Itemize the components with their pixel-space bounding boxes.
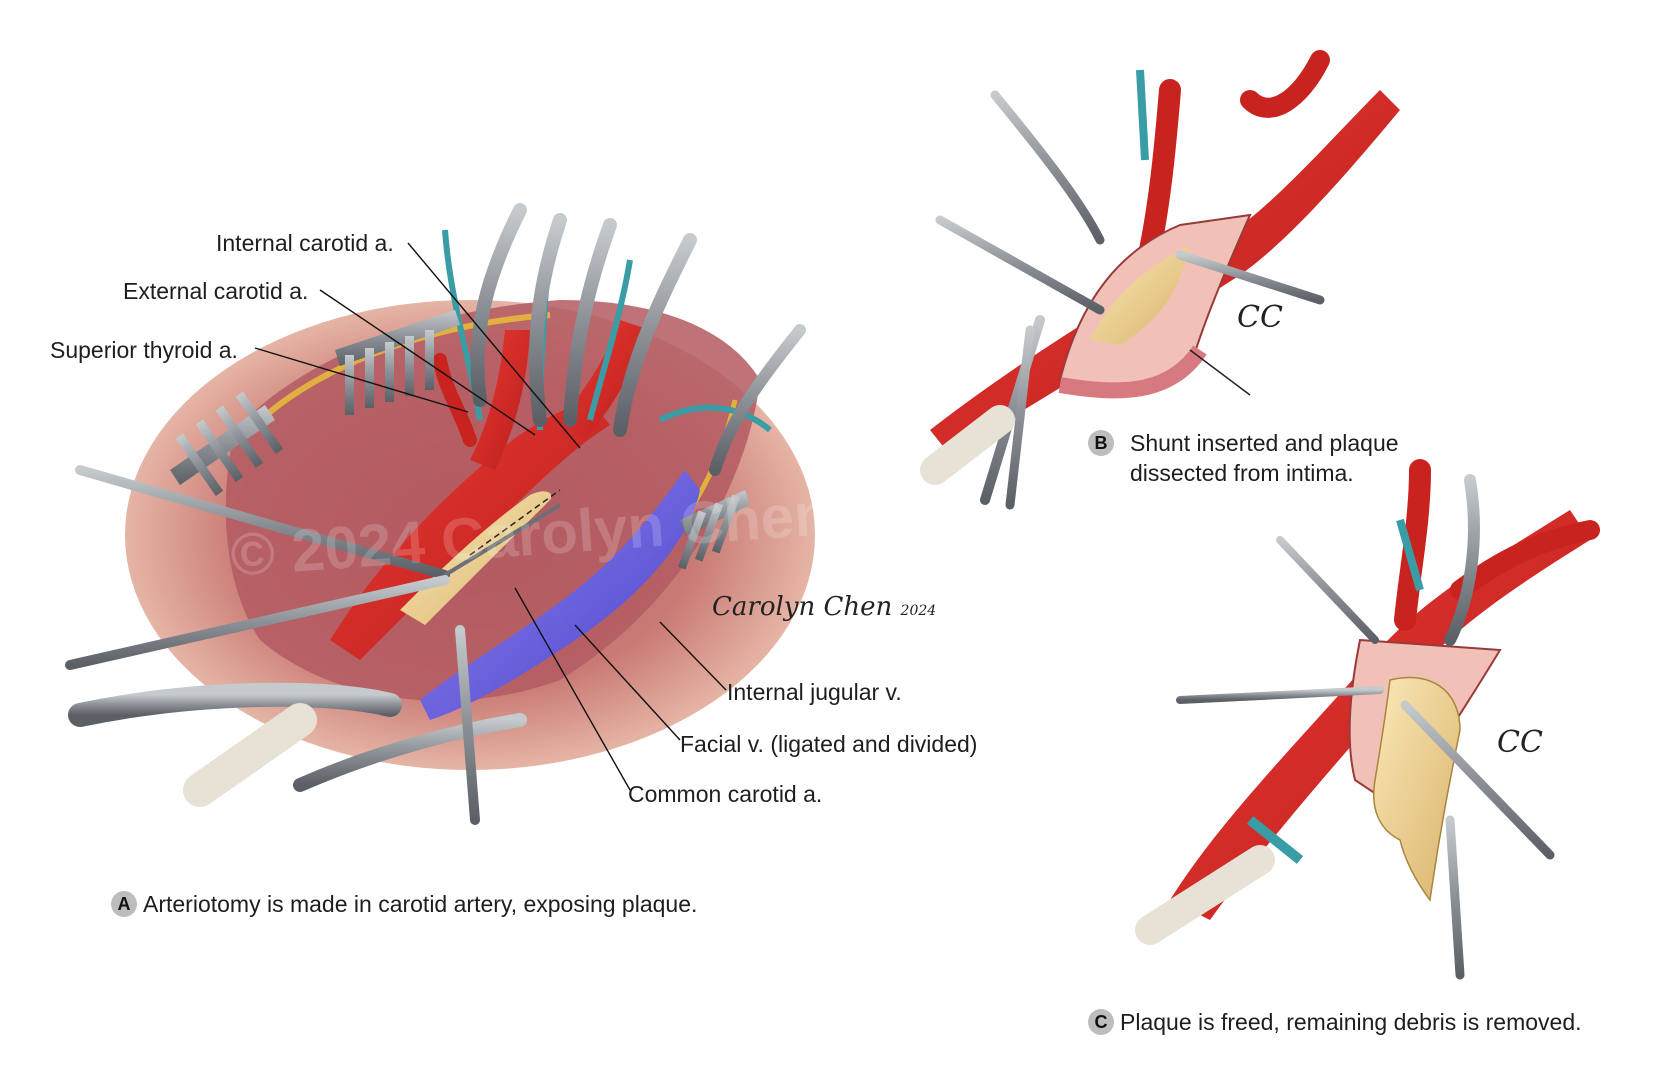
label-facial-vein: Facial v. (ligated and divided) bbox=[680, 731, 978, 757]
label-internal-carotid: Internal carotid a. bbox=[216, 230, 394, 256]
caption-c-text: Plaque is freed, remaining debris is rem… bbox=[1120, 1008, 1582, 1035]
instrument-c-top bbox=[1444, 474, 1480, 646]
artery-b-main bbox=[930, 90, 1400, 455]
shunt-tube-c bbox=[1135, 845, 1275, 945]
label-common-carotid: Common carotid a. bbox=[628, 781, 823, 807]
panel-b-illustration bbox=[920, 50, 1400, 510]
panel-a-leader-lines bbox=[254, 242, 727, 791]
shunt-tube-a bbox=[183, 703, 317, 807]
superior-thyroid-artery bbox=[433, 353, 477, 447]
retractor-right bbox=[677, 490, 750, 570]
initials-c: CC bbox=[1497, 725, 1543, 760]
artery-b-branch bbox=[1139, 79, 1181, 261]
internal-jugular-vein bbox=[420, 470, 700, 720]
instrument-top-4 bbox=[613, 233, 697, 437]
instrument-b-1 bbox=[990, 90, 1105, 245]
instrument-c-3 bbox=[1400, 700, 1555, 860]
instrument-c-4 bbox=[1445, 815, 1465, 980]
retractor-left bbox=[170, 391, 284, 496]
retractor-top bbox=[335, 310, 460, 415]
artist-signature: Carolyn Chen 2024 bbox=[712, 592, 936, 622]
internal-carotid-artery bbox=[560, 320, 650, 440]
external-carotid-artery bbox=[470, 330, 530, 470]
shunt-tube-b bbox=[920, 405, 1015, 485]
caption-b: B Shunt inserted and plaque dissected fr… bbox=[1088, 428, 1399, 488]
instrument-left-2 bbox=[65, 575, 450, 670]
scissors-blade bbox=[443, 503, 562, 577]
instrument-left-3 bbox=[68, 682, 402, 727]
badge-b: B bbox=[1088, 430, 1114, 456]
signature-name: Carolyn Chen bbox=[712, 592, 893, 622]
caption-b-line2: dissected from intima. bbox=[1130, 460, 1354, 486]
plaque-c bbox=[1373, 676, 1461, 902]
shunt-b bbox=[1058, 345, 1207, 399]
plaque-b bbox=[1090, 245, 1190, 345]
artery-b-branch-2 bbox=[1240, 50, 1330, 118]
badge-c: C bbox=[1088, 1008, 1114, 1035]
label-external-carotid: External carotid a. bbox=[123, 278, 309, 304]
vessel-loop-c bbox=[1396, 518, 1424, 592]
instrument-top-3 bbox=[563, 218, 617, 427]
clamp-b-2 bbox=[1005, 325, 1035, 510]
artery-c-branch bbox=[1394, 459, 1431, 631]
initials-b: CC bbox=[1237, 300, 1283, 335]
signature-year: 2024 bbox=[900, 603, 937, 619]
panel-c-illustration bbox=[1135, 459, 1600, 980]
label-internal-jugular: Internal jugular v. bbox=[727, 679, 902, 705]
suture-b bbox=[1189, 349, 1251, 396]
instrument-top-5 bbox=[709, 324, 806, 476]
forceps-bottom bbox=[455, 625, 480, 825]
caption-a-text: Arteriotomy is made in carotid artery, e… bbox=[143, 890, 698, 917]
instrument-top-1 bbox=[470, 203, 527, 407]
instrument-b-3 bbox=[1175, 250, 1325, 305]
vessel-loop-b bbox=[1136, 69, 1149, 161]
instrument-bottom bbox=[293, 713, 527, 792]
label-superior-thyroid: Superior thyroid a. bbox=[50, 337, 238, 363]
scissors-left bbox=[75, 465, 450, 580]
vessel-loop-3 bbox=[587, 259, 633, 421]
instrument-c-2 bbox=[1176, 686, 1384, 704]
artery-c-main bbox=[1170, 510, 1590, 920]
vessel-loop-c-2 bbox=[1246, 816, 1304, 864]
instrument-top-2 bbox=[529, 213, 567, 427]
vessel-loop-4 bbox=[658, 404, 772, 433]
badge-a: A bbox=[111, 890, 137, 917]
panel-a-illustration bbox=[65, 203, 815, 825]
caption-b-line1: Shunt inserted and plaque bbox=[1130, 430, 1399, 456]
arteriotomy-line bbox=[469, 489, 561, 556]
instrument-c-1 bbox=[1276, 536, 1379, 644]
instrument-b-2 bbox=[935, 215, 1105, 315]
